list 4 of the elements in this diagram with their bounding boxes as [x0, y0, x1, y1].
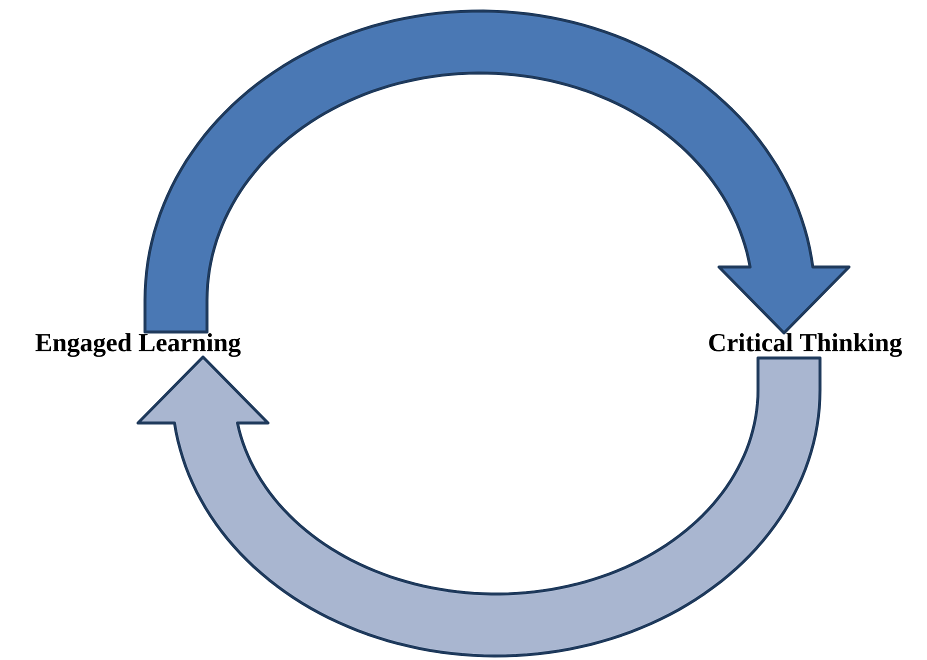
node-label: Critical Thinking — [709, 333, 902, 357]
curved-arrow — [136, 356, 822, 658]
curved-arrow — [144, 10, 850, 334]
node-label: Engaged Learning — [36, 333, 241, 357]
